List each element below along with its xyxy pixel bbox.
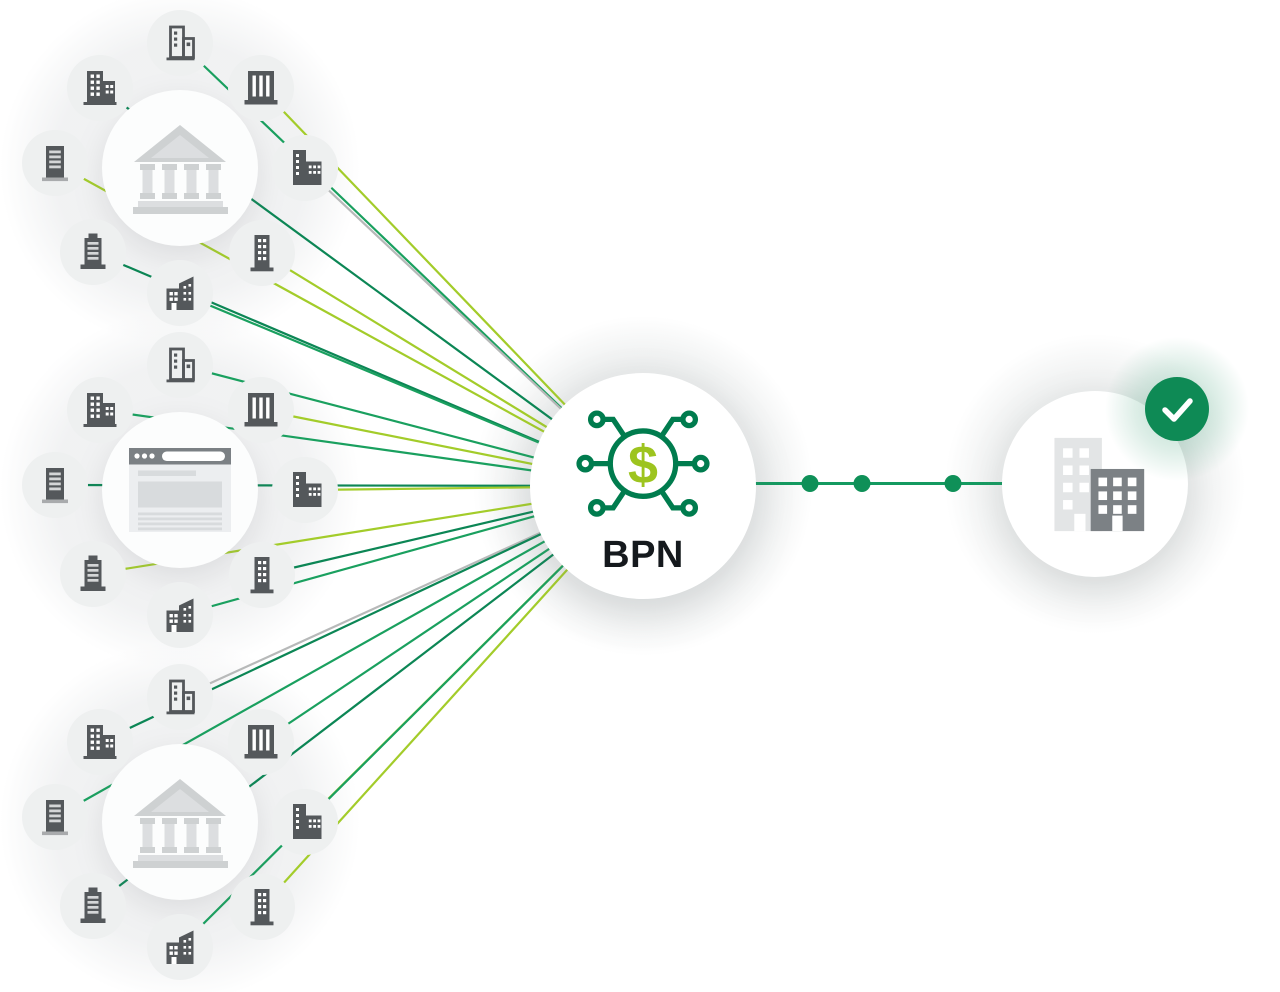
institution-node-top (147, 332, 213, 398)
buildings-icon (1030, 431, 1160, 538)
building-outline-icon (158, 21, 202, 65)
institution-node-bottom (147, 582, 213, 648)
tower-annex-icon (283, 468, 327, 512)
bpn-label: BPN (602, 533, 684, 576)
institution-node-top-left (67, 377, 133, 443)
svg-text:$: $ (628, 434, 658, 494)
institution-node-right (272, 789, 338, 855)
check-icon (1145, 377, 1209, 441)
striped-tower-icon (71, 884, 115, 928)
server-tower-icon (33, 141, 77, 185)
two-towers-icon (78, 66, 122, 110)
institution-node-top-right (228, 55, 294, 121)
link-dot (944, 475, 962, 492)
institution-node-bottom-right (229, 220, 295, 286)
two-towers-icon (78, 720, 122, 764)
bank-cluster-top (102, 90, 258, 246)
bank-cluster-bottom (102, 744, 258, 900)
institution-node-bottom-left (60, 873, 126, 939)
bank-icon (128, 775, 232, 869)
bpn-hub-node: $ BPN (530, 373, 756, 599)
two-towers-icon (78, 388, 122, 432)
institution-node-top-right (228, 709, 294, 775)
building-outline-icon (158, 343, 202, 387)
link-dot (853, 475, 871, 492)
institution-node-bottom (147, 914, 213, 980)
institution-node-bottom-left (60, 541, 126, 607)
grid-tower-icon (240, 885, 284, 929)
institution-node-right (272, 135, 338, 201)
building-outline-icon (158, 675, 202, 719)
institution-node-right (272, 457, 338, 523)
grid-tower-icon (240, 553, 284, 597)
tower-annex-icon (283, 146, 327, 190)
institution-node-top (147, 664, 213, 730)
grid-tower-icon (240, 231, 284, 275)
pillars-building-icon (239, 720, 283, 764)
institution-node-top-left (67, 55, 133, 121)
institution-node-left (22, 784, 88, 850)
browser-icon (127, 446, 233, 534)
institution-node-left (22, 130, 88, 196)
institution-node-left (22, 452, 88, 518)
angled-building-icon (158, 925, 202, 969)
institution-node-top-right (228, 377, 294, 443)
institution-node-bottom (147, 260, 213, 326)
institution-node-bottom-right (229, 542, 295, 608)
striped-tower-icon (71, 230, 115, 274)
institution-node-top (147, 10, 213, 76)
bpn-to-company-link (754, 475, 1004, 492)
server-tower-icon (33, 795, 77, 839)
dollar-network-icon: $ (568, 399, 718, 534)
web-cluster-middle (102, 412, 258, 568)
angled-building-icon (158, 271, 202, 315)
institution-node-top-left (67, 709, 133, 775)
striped-tower-icon (71, 552, 115, 596)
institution-node-bottom-right (229, 874, 295, 940)
pillars-building-icon (239, 388, 283, 432)
angled-building-icon (158, 593, 202, 637)
bank-icon (128, 121, 232, 215)
tower-annex-icon (283, 800, 327, 844)
pillars-building-icon (239, 66, 283, 110)
institution-node-bottom-left (60, 219, 126, 285)
link-dot (801, 475, 819, 492)
server-tower-icon (33, 463, 77, 507)
